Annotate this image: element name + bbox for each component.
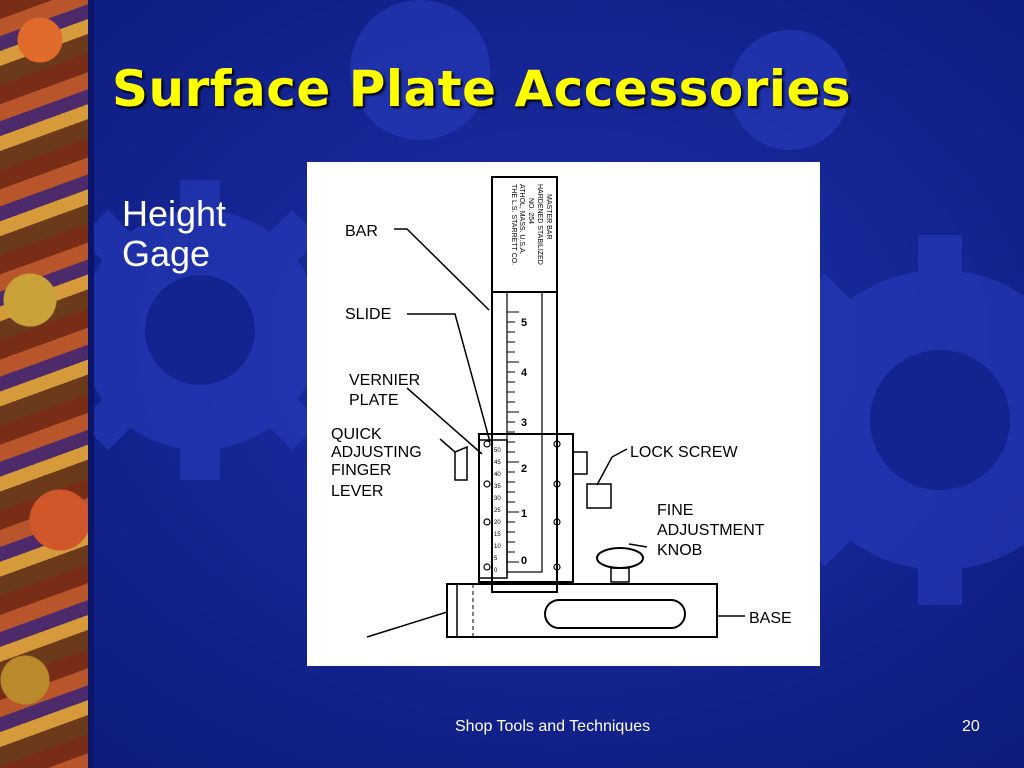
label-quick-3: FINGER [331, 462, 391, 479]
vernier-number: 15 [494, 532, 501, 538]
vernier-number: 10 [494, 544, 501, 550]
footer-text: Shop Tools and Techniques [455, 718, 651, 735]
vernier-plate [478, 439, 508, 579]
bar-engraving-line: MASTER BAR [545, 194, 552, 240]
scale-number: 3 [521, 417, 527, 429]
base-shape [446, 583, 718, 638]
vernier-number: 45 [494, 460, 501, 466]
vernier-number: 35 [494, 484, 501, 490]
vernier-number: 20 [494, 520, 501, 526]
bullet-line-2: Gage [122, 233, 211, 274]
height-gage-figure: THE L.S. STARRETT CO. ATHOL, MASS. U.S.A… [307, 162, 820, 666]
scale-number: 1 [521, 508, 527, 520]
collage-edge [88, 0, 94, 768]
bar-engraving-line: NO. 254 [527, 198, 534, 224]
scale-number: 2 [521, 463, 527, 475]
left-collage-strip [0, 0, 92, 768]
label-fine-2: ADJUSTMENT [657, 522, 765, 539]
fine-knob [596, 547, 644, 569]
vernier-number: 40 [494, 472, 501, 478]
bar-shape [491, 176, 558, 593]
label-quick-4: LEVER [331, 483, 383, 500]
label-bar: BAR [345, 223, 378, 240]
label-vernier-2: PLATE [349, 392, 399, 409]
vernier-number: 25 [494, 508, 501, 514]
bullet-text: Height Gage [122, 194, 282, 274]
label-fine-1: FINE [657, 502, 693, 519]
label-vernier-1: VERNIER [349, 372, 420, 389]
label-quick-2: ADJUSTING [331, 444, 422, 461]
label-lock-screw: LOCK SCREW [630, 444, 738, 461]
height-gage-drawing: THE L.S. STARRETT CO. ATHOL, MASS. U.S.A… [331, 176, 792, 638]
bar-engraving-line: HARDENED STABILIZED [536, 184, 543, 265]
scale-number: 4 [521, 367, 528, 379]
scale-number: 0 [521, 555, 527, 567]
vernier-number: 5 [494, 556, 498, 562]
label-fine-3: KNOB [657, 542, 702, 559]
label-quick-1: QUICK [331, 426, 382, 443]
label-slide: SLIDE [345, 306, 391, 323]
bar-engraving-line: THE L.S. STARRETT CO. [510, 184, 517, 265]
base-window [544, 599, 686, 629]
vernier-number: 0 [494, 568, 498, 574]
vernier-number: 50 [494, 448, 501, 454]
bar-engraving-line: ATHOL, MASS. U.S.A. [518, 184, 525, 255]
vernier-number: 30 [494, 496, 501, 502]
bullet-line-1: Height [122, 193, 227, 234]
page-number: 20 [962, 718, 980, 735]
label-base: BASE [749, 610, 792, 627]
slide-title: Surface Plate Accessories [112, 60, 852, 118]
scale-number: 5 [521, 317, 527, 329]
